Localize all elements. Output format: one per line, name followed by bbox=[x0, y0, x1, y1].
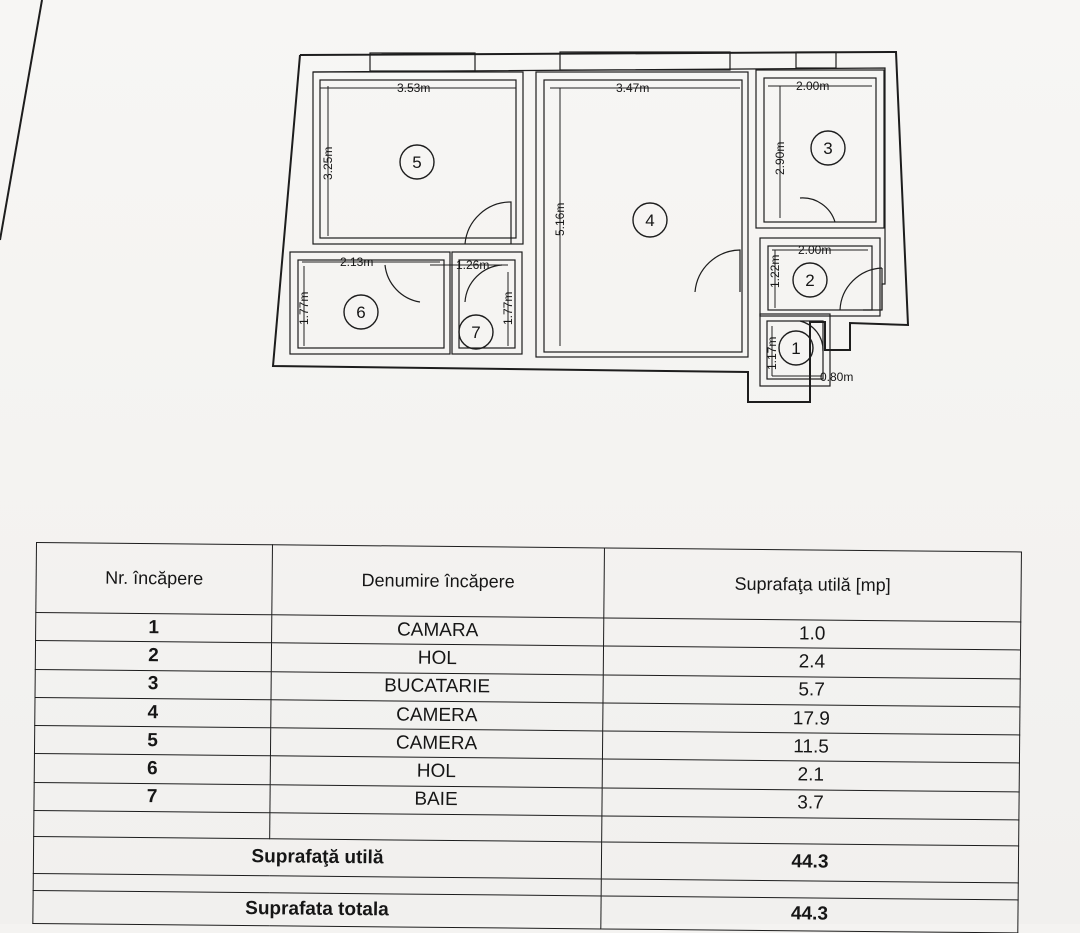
row-nr: 3 bbox=[35, 669, 272, 700]
room-label-7: 7 bbox=[471, 323, 480, 342]
blank-cell bbox=[33, 810, 270, 839]
blank-cell bbox=[269, 812, 602, 842]
useful-area-label: Suprafaţă utilă bbox=[33, 836, 602, 879]
dim-room6-width: 2.13m bbox=[340, 255, 373, 269]
row-nr: 4 bbox=[34, 697, 271, 728]
room-label-3: 3 bbox=[823, 139, 832, 158]
dim-room4-width: 3.47m bbox=[616, 81, 649, 95]
row-name: CAMERA bbox=[270, 727, 603, 760]
room-5-outline bbox=[312, 71, 524, 245]
header-nr: Nr. încăpere bbox=[35, 542, 273, 615]
room-label-1: 1 bbox=[791, 339, 800, 358]
dim-room7-height: 1.77m bbox=[501, 292, 515, 325]
row-nr: 6 bbox=[34, 753, 271, 785]
row-name: BUCATARIE bbox=[270, 671, 604, 703]
room-3-outline bbox=[755, 69, 885, 229]
dim-room2-height: 1.22m bbox=[768, 255, 782, 288]
table-header-row: Nr. încăpere Denumire încăpere Suprafaţa… bbox=[35, 542, 1022, 623]
row-nr: 1 bbox=[35, 612, 272, 644]
total-area-value: 44.3 bbox=[600, 896, 1019, 933]
dim-room1-width: 0.80m bbox=[820, 370, 853, 384]
row-name: HOL bbox=[270, 756, 603, 788]
room-4-outline bbox=[535, 71, 749, 358]
floor-plan: 3.53m 3.47m 2.00m 3.25m 5.16m 2.90m 2.00… bbox=[260, 40, 920, 415]
dim-room3-height: 2.90m bbox=[773, 142, 787, 175]
row-name: CAMARA bbox=[271, 614, 604, 647]
dim-room6-height: 1.77m bbox=[297, 292, 311, 325]
row-nr: 7 bbox=[33, 782, 271, 813]
row-name: BAIE bbox=[269, 784, 603, 816]
row-nr: 2 bbox=[35, 640, 272, 672]
room-label-2: 2 bbox=[805, 271, 814, 290]
row-area: 1.0 bbox=[603, 618, 1021, 651]
row-area: 5.7 bbox=[602, 674, 1021, 707]
dimension-labels: 3.53m 3.47m 2.00m 3.25m 5.16m 2.90m 2.00… bbox=[297, 79, 853, 384]
total-area-label: Suprafata totala bbox=[32, 890, 602, 929]
dim-room2-width: 2.00m bbox=[798, 243, 831, 257]
room-2-outline bbox=[759, 237, 883, 317]
dim-room4-height: 5.16m bbox=[553, 203, 567, 236]
row-area: 2.4 bbox=[603, 646, 1021, 679]
room-labels: 1 2 3 4 5 6 7 bbox=[343, 130, 846, 366]
dim-room1-height: 1.17m bbox=[765, 337, 779, 370]
row-name: CAMERA bbox=[270, 699, 603, 732]
row-area: 11.5 bbox=[602, 731, 1020, 764]
row-nr: 5 bbox=[34, 725, 271, 757]
room-areas-table: Nr. încăpere Denumire încăpere Suprafaţa… bbox=[32, 542, 1022, 933]
outer-walls bbox=[271, 50, 910, 403]
row-area: 2.1 bbox=[602, 759, 1020, 792]
dim-room3-width: 2.00m bbox=[796, 79, 829, 93]
blank-cell bbox=[601, 815, 1019, 846]
dim-room7-width: 1.26m bbox=[456, 258, 489, 272]
room-7-outline bbox=[451, 251, 523, 355]
row-area: 3.7 bbox=[601, 787, 1020, 820]
room-1-outline bbox=[759, 313, 831, 387]
dim-room5-height: 3.25m bbox=[321, 147, 335, 180]
header-name: Denumire încăpere bbox=[271, 544, 605, 619]
row-name: HOL bbox=[271, 643, 604, 675]
room-label-6: 6 bbox=[356, 303, 365, 322]
dimension-lines bbox=[302, 85, 872, 377]
room-label-5: 5 bbox=[412, 153, 421, 172]
room-label-4: 4 bbox=[645, 211, 654, 230]
room-6-outline bbox=[289, 251, 451, 355]
dim-room5-width: 3.53m bbox=[397, 81, 430, 95]
useful-area-value: 44.3 bbox=[601, 841, 1019, 883]
header-area: Suprafaţa utilă [mp] bbox=[603, 547, 1022, 623]
row-area: 17.9 bbox=[602, 702, 1020, 736]
